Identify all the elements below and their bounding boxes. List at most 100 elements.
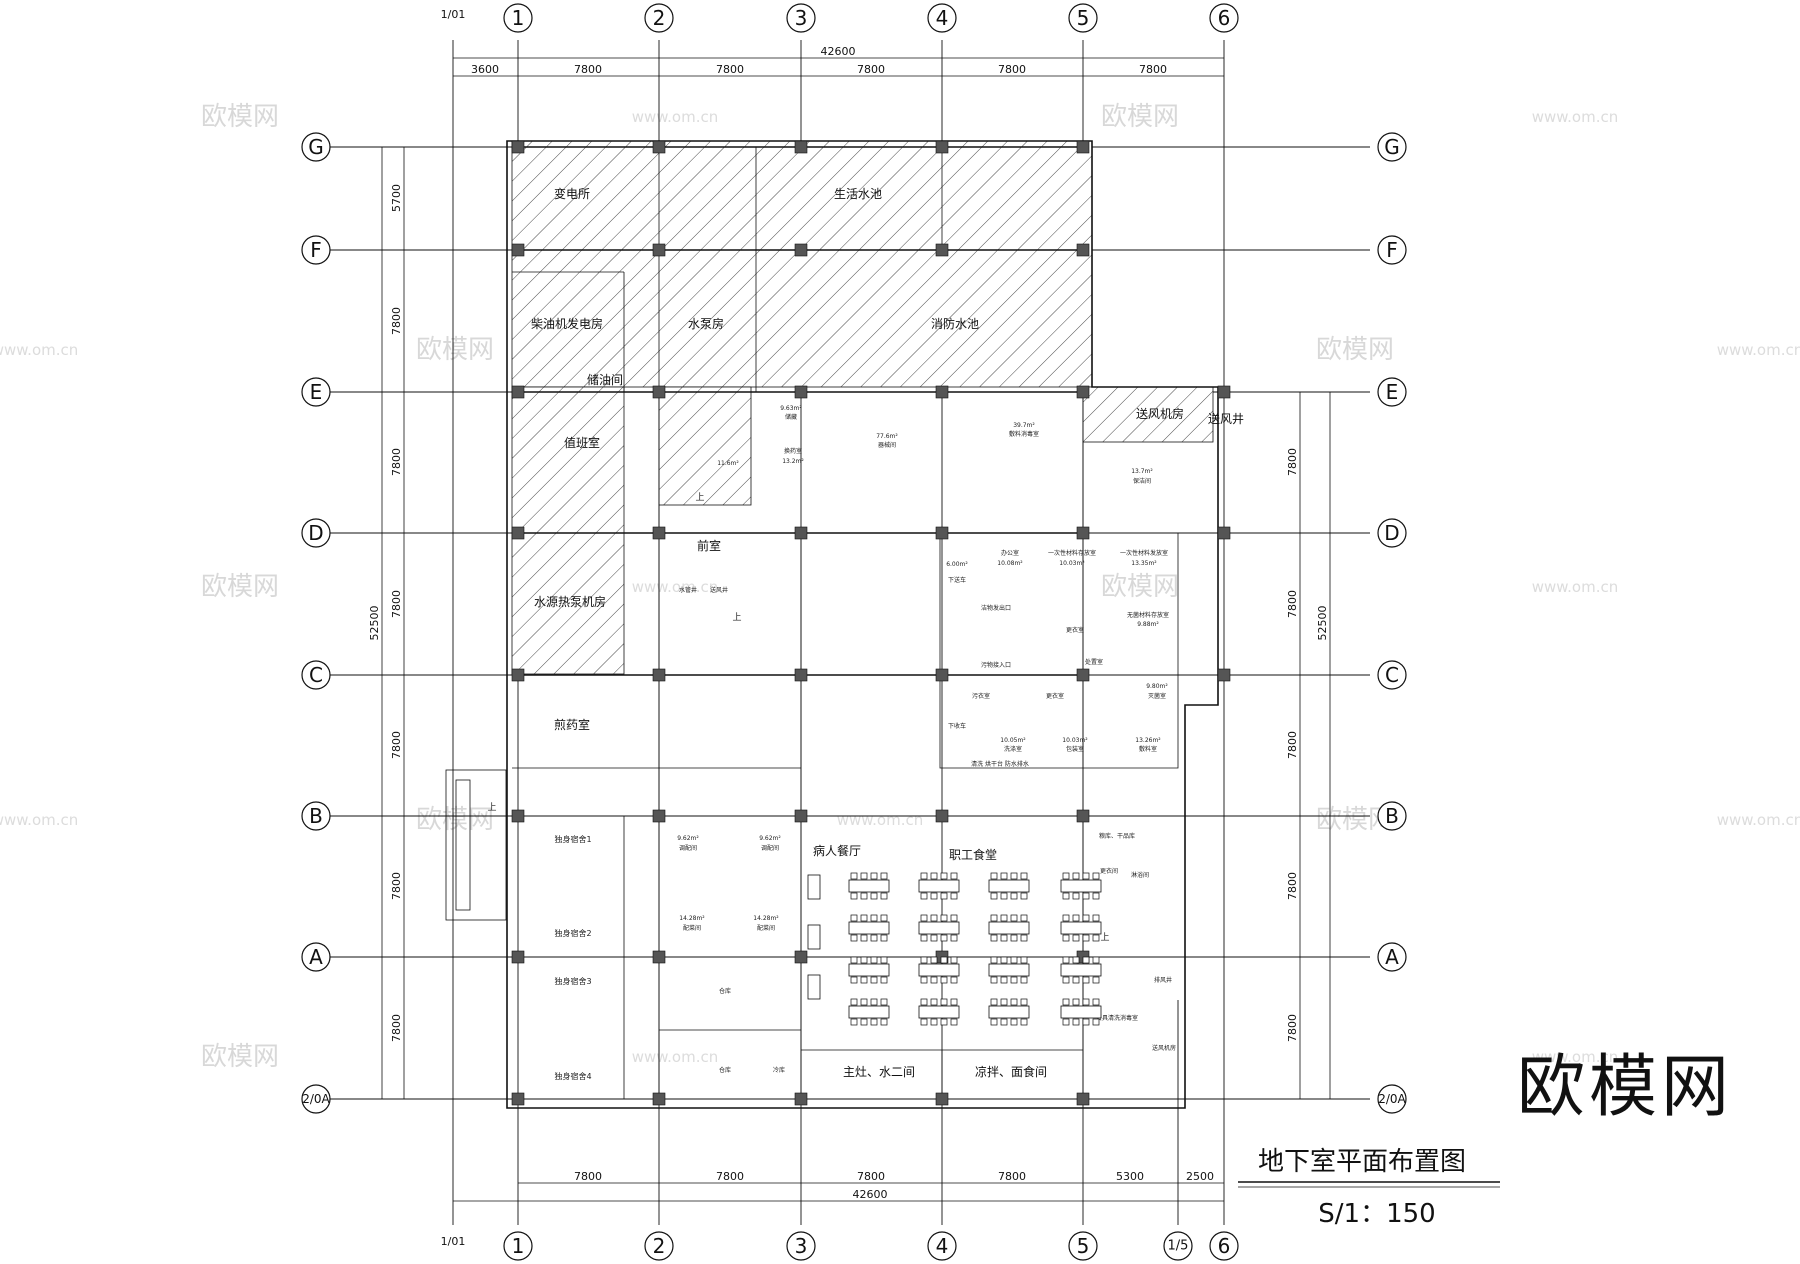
axis-label-top: 4 (936, 6, 949, 30)
chair (1000, 1018, 1008, 1026)
chair (930, 892, 938, 900)
chair (870, 872, 878, 880)
chair (920, 976, 928, 984)
chair (880, 956, 888, 964)
chair (990, 934, 998, 942)
chair (1082, 872, 1090, 880)
structural-column (794, 950, 808, 964)
axis-label-right: E (1386, 380, 1399, 404)
room-small-label: 储藏 (785, 413, 797, 421)
axis-label-top: 5 (1077, 6, 1090, 30)
axis-label-left: B (309, 804, 323, 828)
chair (1010, 976, 1018, 984)
area-label: 9.62m² (759, 835, 781, 842)
chair (990, 976, 998, 984)
chair (1072, 872, 1080, 880)
dim-bottom-seg: 5300 (1116, 1170, 1144, 1183)
chair (850, 872, 858, 880)
chair (1000, 914, 1008, 922)
stair-up-label: 上 (487, 802, 496, 813)
chair (850, 914, 858, 922)
chair (1020, 1018, 1028, 1026)
structural-column (1076, 526, 1090, 540)
chair (990, 914, 998, 922)
chair (860, 1018, 868, 1026)
chair (940, 892, 948, 900)
chair (1062, 934, 1070, 942)
area-label: 13.26m² (1135, 737, 1161, 744)
watermark-url: www.om.cn (1717, 341, 1800, 359)
structural-column (511, 809, 525, 823)
chair (860, 976, 868, 984)
chair (1010, 934, 1018, 942)
room-labels: 变电所 生活水池 柴油机发电房 水泵房 消防水池 储油间 值班室 送风机房 送风… (531, 186, 1244, 1081)
watermark-url: www.om.cn (0, 341, 78, 359)
brand-stamp: 欧模网 (1517, 1048, 1733, 1127)
watermark-brand: 欧模网 (416, 805, 494, 835)
chair (1072, 998, 1080, 1006)
room-small-label: 下收车 (948, 722, 966, 730)
structural-column (511, 243, 525, 257)
chair (860, 998, 868, 1006)
chair (920, 998, 928, 1006)
axis-label-top: 1/01 (441, 8, 466, 21)
room-label-air-shaft: 送风井 (1208, 411, 1244, 426)
chair (950, 956, 958, 964)
dining-table (807, 874, 821, 900)
structural-column (511, 140, 525, 154)
chair (1062, 998, 1070, 1006)
chair (880, 872, 888, 880)
room-small-label: 一次性材料发放室 (1120, 549, 1168, 557)
dim-right-seg: 7800 (1286, 731, 1299, 759)
chair (920, 934, 928, 942)
chair (1092, 1018, 1100, 1026)
chair (1062, 1018, 1070, 1026)
room-small-label: 洗涤室 (1004, 745, 1022, 753)
chair (1020, 998, 1028, 1006)
watermark-layer: 欧模网 www.om.cn 欧模网 www.om.cn www.om.cn 欧模… (0, 102, 1800, 1072)
dim-bottom-seg: 7800 (857, 1170, 885, 1183)
room-label-diesel-generator: 柴油机发电房 (531, 316, 603, 331)
area-label: 13.35m² (1131, 560, 1157, 567)
chair (1000, 998, 1008, 1006)
chair (1082, 892, 1090, 900)
room-small-label: 无菌材料存放室 (1127, 611, 1169, 619)
room-small-label: 污物接入口 (981, 661, 1011, 669)
watermark-url: www.om.cn (1532, 578, 1619, 596)
room-small-label: 器械间 (878, 441, 896, 449)
room-small-label: 水管井 (679, 586, 697, 594)
room-small-label: 清洗 烘干台 防水排水 (971, 760, 1029, 768)
watermark-brand: 欧模网 (1101, 102, 1179, 132)
chair (1092, 956, 1100, 964)
structural-column (794, 668, 808, 682)
room-label-dorm-1: 独身宿舍1 (554, 834, 591, 844)
chair (850, 956, 858, 964)
axis-label-bottom: 2 (653, 1234, 666, 1258)
axis-label-top: 2 (653, 6, 666, 30)
chair (940, 976, 948, 984)
chair (930, 872, 938, 880)
watermark-url: www.om.cn (632, 578, 719, 596)
axis-bubbles-left: G F E D C B A 2/0A (301, 132, 331, 1114)
chair (1092, 872, 1100, 880)
axis-bubbles-right: G F E D C B A 2/0A (1377, 132, 1407, 1114)
room-small-label: 保洁间 (1133, 477, 1151, 485)
axis-label-top: 1 (512, 6, 525, 30)
room-label-substation: 变电所 (554, 186, 590, 201)
structural-column (1076, 385, 1090, 399)
area-label: 9.63m² (780, 405, 802, 412)
drawing-scale: S/1：150 (1318, 1199, 1435, 1229)
area-label: 10.05m² (1000, 737, 1026, 744)
room-label-heat-pump-room: 水源热泵机房 (534, 594, 606, 609)
watermark-brand: 欧模网 (201, 572, 279, 602)
chair (940, 956, 948, 964)
structural-column (935, 526, 949, 540)
chair (950, 934, 958, 942)
structural-column (1217, 668, 1231, 682)
dim-top-seg: 7800 (1139, 63, 1167, 76)
chair (1010, 914, 1018, 922)
chair (920, 892, 928, 900)
dining-table (918, 956, 960, 984)
room-small-label: 调配间 (761, 844, 779, 852)
